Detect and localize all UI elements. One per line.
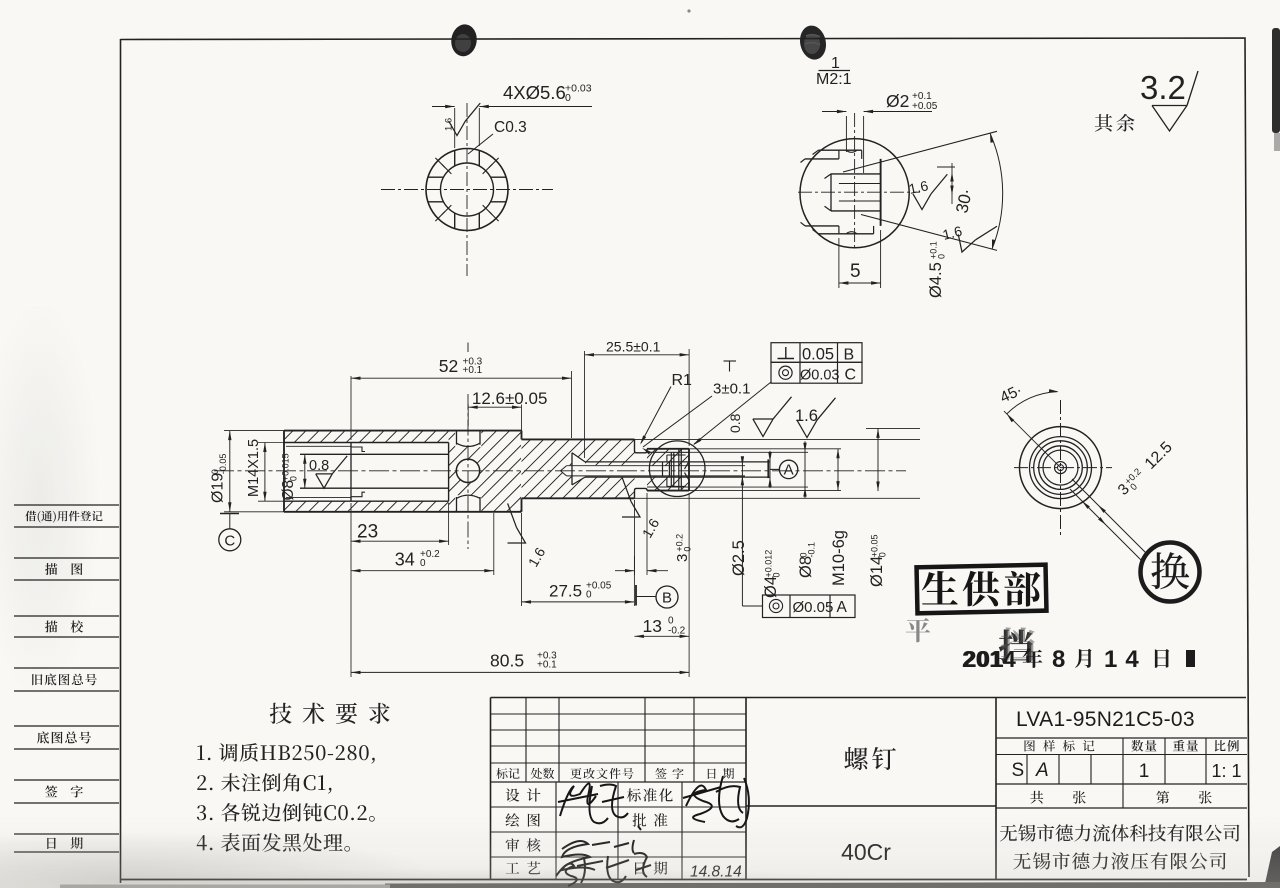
svg-text:+0.2: +0.2 xyxy=(675,534,685,552)
svg-text:1: 1 xyxy=(831,55,840,72)
svg-text:1.6: 1.6 xyxy=(907,177,930,197)
svg-text:M10-6g: M10-6g xyxy=(830,530,848,586)
svg-text:+0.015: +0.015 xyxy=(281,453,291,481)
svg-text:+0.1: +0.1 xyxy=(929,241,939,259)
svg-text:0.8: 0.8 xyxy=(727,413,743,433)
svg-text:+0.05: +0.05 xyxy=(912,101,938,112)
svg-text:Ø0.03: Ø0.03 xyxy=(800,368,840,384)
svg-text:0.05: 0.05 xyxy=(802,346,834,364)
svg-text:C: C xyxy=(224,532,235,549)
svg-text:4XØ5.6: 4XØ5.6 xyxy=(503,82,566,103)
svg-text:Ø2.5: Ø2.5 xyxy=(730,540,748,576)
svg-text:25.5±0.1: 25.5±0.1 xyxy=(606,339,661,355)
svg-text:0: 0 xyxy=(210,469,220,474)
svg-text:3: 3 xyxy=(674,554,691,562)
svg-text:0: 0 xyxy=(1128,482,1140,494)
svg-text:A: A xyxy=(784,462,794,479)
svg-text:+0.03: +0.03 xyxy=(565,83,592,95)
svg-text:52: 52 xyxy=(439,356,458,376)
svg-text:Ø19: Ø19 xyxy=(210,473,227,503)
svg-text:+0.05: +0.05 xyxy=(586,581,612,592)
svg-text:0.8: 0.8 xyxy=(309,458,329,474)
svg-text:B: B xyxy=(844,347,855,364)
svg-text:0: 0 xyxy=(289,476,299,481)
svg-text:0: 0 xyxy=(878,552,888,557)
svg-text:0: 0 xyxy=(420,558,426,569)
svg-text:+0.1: +0.1 xyxy=(912,91,932,102)
svg-text:1.6: 1.6 xyxy=(941,223,964,243)
svg-text:R1: R1 xyxy=(672,372,693,389)
svg-text:0: 0 xyxy=(565,92,571,104)
svg-text:Ø4.5: Ø4.5 xyxy=(927,262,945,298)
svg-text:M14X1.5: M14X1.5 xyxy=(246,439,262,497)
svg-text:0: 0 xyxy=(586,590,592,601)
svg-text:C: C xyxy=(845,367,857,384)
svg-text:0: 0 xyxy=(683,547,693,552)
svg-text:3±0.1: 3±0.1 xyxy=(713,381,750,398)
svg-text:+0.3: +0.3 xyxy=(463,357,483,368)
svg-text:+0.05: +0.05 xyxy=(870,534,880,557)
svg-text:30·: 30· xyxy=(952,187,976,215)
svg-text:Ø2: Ø2 xyxy=(886,91,909,111)
svg-text:34: 34 xyxy=(395,550,415,570)
svg-text:+0.012: +0.012 xyxy=(764,550,774,578)
svg-text:23: 23 xyxy=(357,522,378,543)
svg-text:1.6: 1.6 xyxy=(444,118,455,131)
svg-text:3.2: 3.2 xyxy=(1140,69,1186,106)
svg-text:Ø8: Ø8 xyxy=(797,556,815,578)
svg-text:5: 5 xyxy=(850,261,861,282)
svg-text:27.5: 27.5 xyxy=(549,582,582,601)
svg-text:1.6: 1.6 xyxy=(795,407,818,425)
svg-text:-0.1: -0.1 xyxy=(807,542,817,558)
svg-text:-0.05: -0.05 xyxy=(218,454,228,475)
svg-text:Ø4: Ø4 xyxy=(762,576,780,598)
svg-text:C0.3: C0.3 xyxy=(494,119,527,136)
svg-text:+0.2: +0.2 xyxy=(420,549,440,560)
svg-text:12.6±0.05: 12.6±0.05 xyxy=(472,389,548,408)
svg-text:0: 0 xyxy=(799,553,809,558)
svg-text:Ø8: Ø8 xyxy=(280,480,297,501)
svg-text:B: B xyxy=(662,590,672,607)
svg-text:Ø14: Ø14 xyxy=(868,556,886,587)
svg-text:+0.1: +0.1 xyxy=(463,365,483,376)
svg-text:0: 0 xyxy=(772,573,782,578)
svg-text:M2:1: M2:1 xyxy=(816,71,852,88)
svg-text:0: 0 xyxy=(937,254,947,259)
